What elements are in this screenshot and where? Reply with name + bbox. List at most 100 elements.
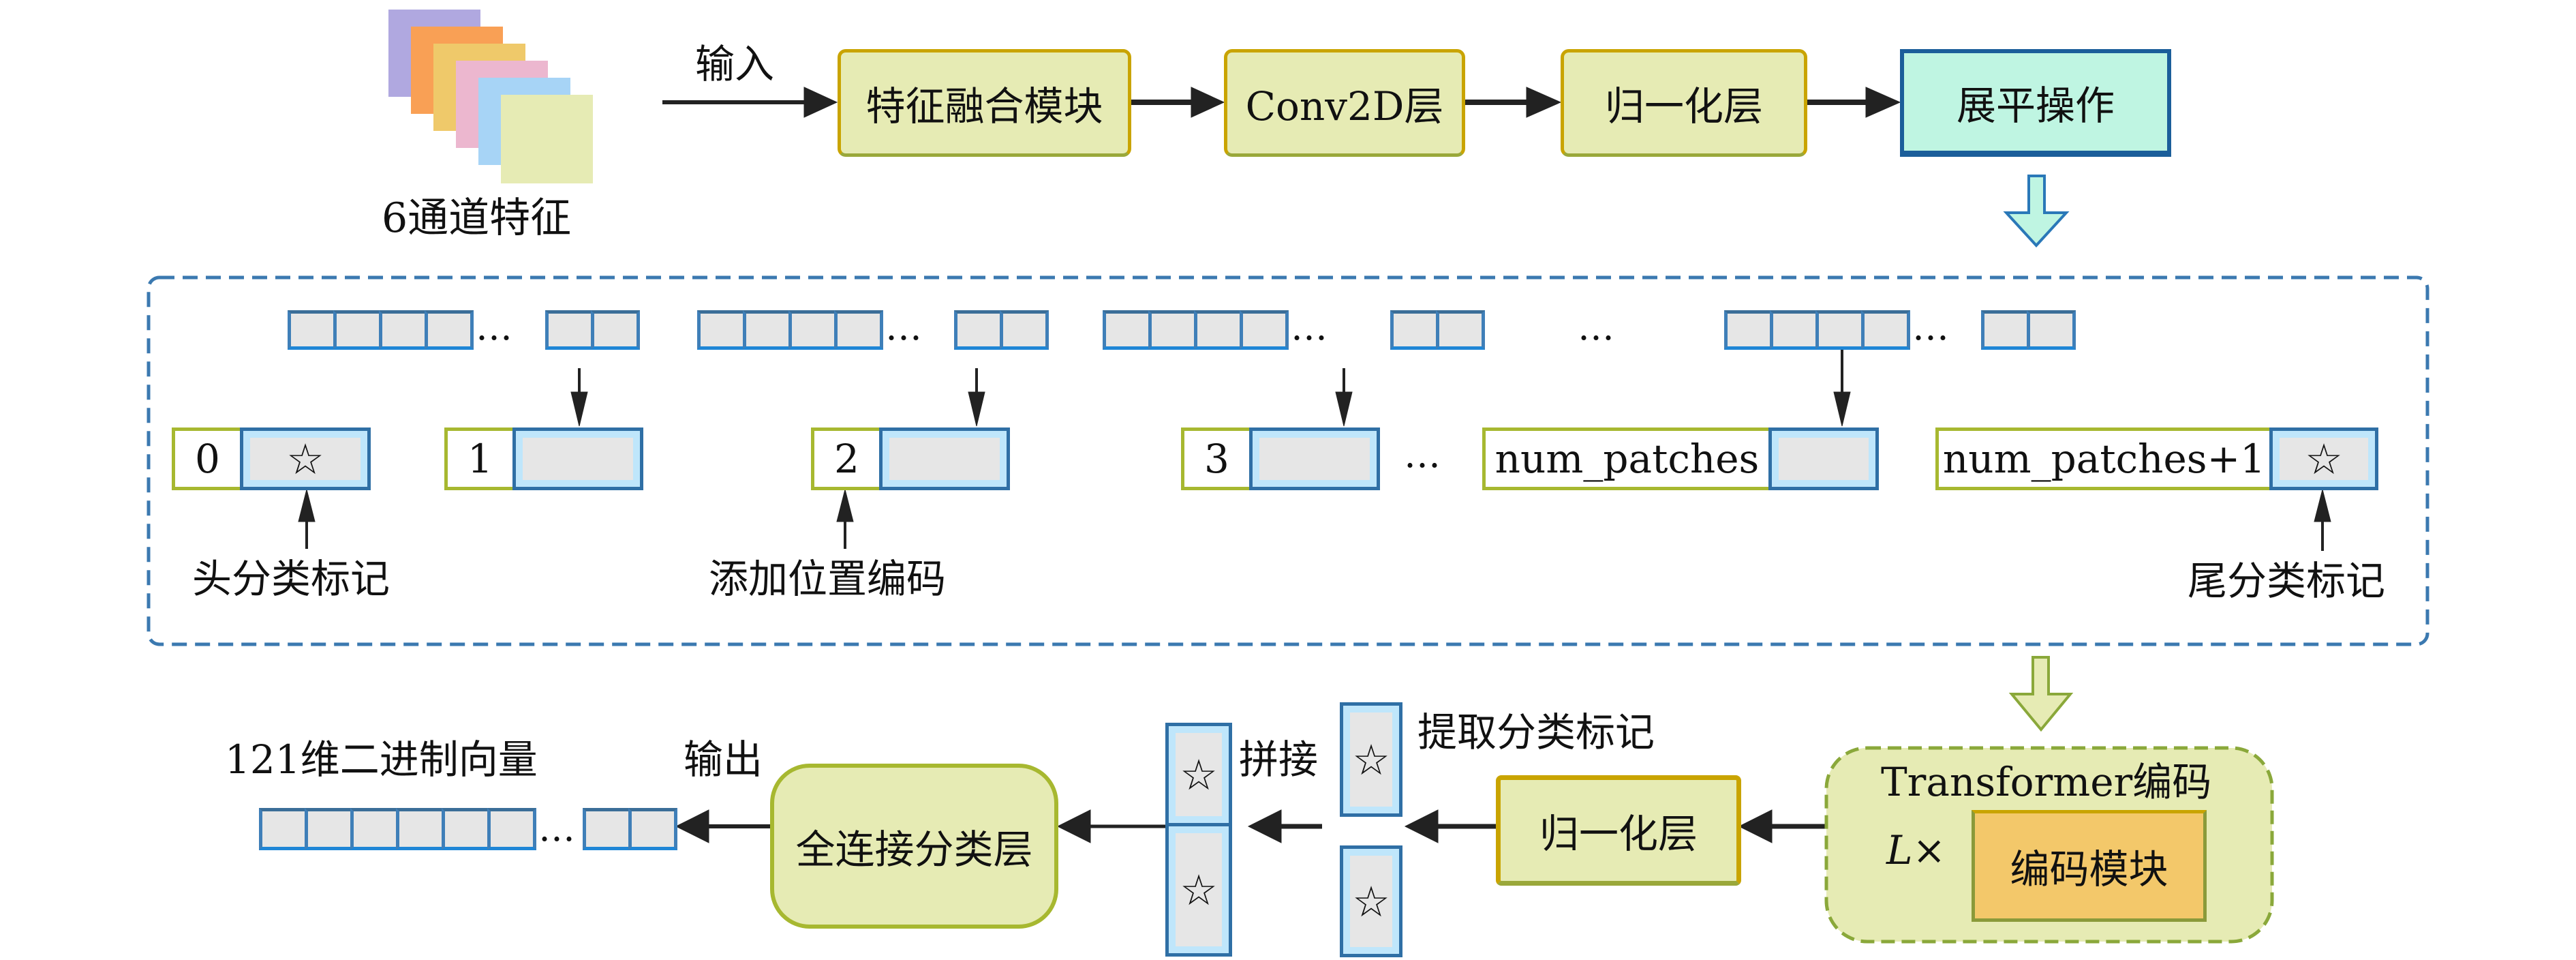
token-index: 2 (811, 427, 883, 490)
star-icon: ☆ (1180, 749, 1218, 800)
norm-label-bottom: 归一化层 (1539, 811, 1698, 857)
bottom-flow-arrows (675, 809, 1826, 843)
encoder-title: Transformer编码 (1881, 759, 2212, 805)
concat-label: 拼接 (1239, 736, 1319, 783)
patch-cell (1000, 310, 1049, 350)
patch-embedding (1249, 427, 1380, 490)
output-cell (487, 808, 536, 850)
arrow-fusion-conv-head (1191, 87, 1225, 118)
concat-token-bottom: ☆ (1165, 823, 1232, 957)
token-index: 1 (444, 427, 516, 490)
output-cell (305, 808, 354, 850)
patch-cell (1390, 310, 1439, 350)
patch-cell (288, 310, 337, 350)
head-token-label: 头分类标记 (192, 556, 390, 602)
patch-cell (591, 310, 640, 350)
output-cell (259, 808, 308, 850)
star-icon: ☆ (1352, 734, 1390, 785)
patch-cell (1981, 310, 2030, 350)
patch-cell (425, 310, 474, 350)
star-icon: ☆ (286, 434, 324, 484)
vector-label: 121维二进制向量 (225, 736, 538, 783)
patch-cell (1724, 310, 1773, 350)
patch-embedding (879, 427, 1010, 490)
conv2d-box[interactable]: Conv2D层 (1224, 49, 1465, 157)
norm-label-top: 归一化层 (1604, 83, 1763, 130)
token-index: 0 (172, 427, 243, 490)
patch-ellipsis: … (885, 305, 922, 348)
patch-ellipsis: … (1291, 305, 1328, 348)
encoder-block[interactable]: 编码模块 (1972, 810, 2207, 922)
flatten-label: 展平操作 (1956, 82, 2115, 129)
patch-cell (788, 310, 838, 350)
token-index: num_patches+1 (1935, 427, 2273, 490)
patch-cell (545, 310, 594, 350)
token-ellipsis: … (1404, 433, 1441, 476)
patch-cell (1240, 310, 1289, 350)
flatten-box[interactable]: 展平操作 (1900, 49, 2171, 157)
token-index: num_patches (1482, 427, 1772, 490)
flatten-down-arrow (2003, 175, 2070, 247)
patch-cell (333, 310, 382, 350)
output-ellipsis: … (538, 807, 575, 850)
pos-encoding-label: 添加位置编码 (709, 556, 947, 602)
star-icon: ☆ (1352, 876, 1390, 927)
arrow-conv-norm-head (1526, 87, 1562, 118)
label-up-arrows (298, 489, 2331, 551)
channel-layer (501, 95, 593, 183)
patch-cell (1103, 310, 1152, 350)
output-cell (442, 808, 491, 850)
encoder-down-arrow (2008, 656, 2074, 732)
fc-label: 全连接分类层 (795, 826, 1033, 873)
patch-cell (954, 310, 1003, 350)
patch-embedding (1768, 427, 1879, 490)
patch-cell (1436, 310, 1485, 350)
patch-cell (743, 310, 792, 350)
extract-label: 提取分类标记 (1417, 709, 1655, 755)
embedding-container (147, 275, 2429, 646)
token-index: 3 (1181, 427, 1253, 490)
encoder-repeat: L× (1886, 827, 1946, 873)
feature-fusion-label: 特征融合模块 (865, 83, 1103, 130)
patch-cell (1148, 310, 1197, 350)
arrow-norm-flatten-head (1865, 87, 1901, 118)
patch-cell (379, 310, 428, 350)
patch-cell (2027, 310, 2076, 350)
channels-label: 6通道特征 (382, 194, 572, 242)
pipeline-arrows (662, 87, 1901, 118)
concat-token-top: ☆ (1165, 723, 1232, 826)
patch-cell (1194, 310, 1243, 350)
output-cell (350, 808, 399, 850)
fc-box[interactable]: 全连接分类层 (772, 766, 1056, 927)
patch-cell (834, 310, 883, 350)
class-token-embedding: ☆ (240, 427, 371, 490)
output-cell (628, 808, 677, 850)
output-cell (396, 808, 445, 850)
patch-ellipsis: … (1912, 305, 1949, 348)
tail-token-label: 尾分类标记 (2188, 558, 2386, 604)
patch-to-token-arrows (570, 348, 1851, 427)
input-arrow-head (803, 87, 838, 118)
extracted-tail-token: ☆ (1340, 845, 1402, 957)
conv2d-label: Conv2D层 (1245, 83, 1444, 130)
norm-box-top[interactable]: 归一化层 (1561, 49, 1807, 157)
patch-cell (1770, 310, 1819, 350)
encoder-block-label: 编码模块 (2010, 846, 2168, 892)
group-ellipsis: … (1578, 305, 1614, 348)
patch-cell (697, 310, 746, 350)
class-token-embedding: ☆ (2269, 427, 2378, 490)
input-label: 输入 (695, 41, 775, 87)
patch-embedding (512, 427, 643, 490)
norm-box-bottom[interactable]: 归一化层 (1496, 775, 1741, 886)
fc-box-shape (770, 764, 1058, 929)
feature-fusion-box[interactable]: 特征融合模块 (838, 49, 1131, 157)
output-cell (583, 808, 632, 850)
star-icon: ☆ (2305, 434, 2343, 484)
patch-cell (1861, 310, 1910, 350)
output-label: 输出 (684, 736, 763, 783)
patch-cell (1815, 310, 1865, 350)
star-icon: ☆ (1180, 865, 1218, 915)
extracted-head-token: ☆ (1340, 702, 1402, 817)
patch-ellipsis: … (476, 305, 512, 348)
